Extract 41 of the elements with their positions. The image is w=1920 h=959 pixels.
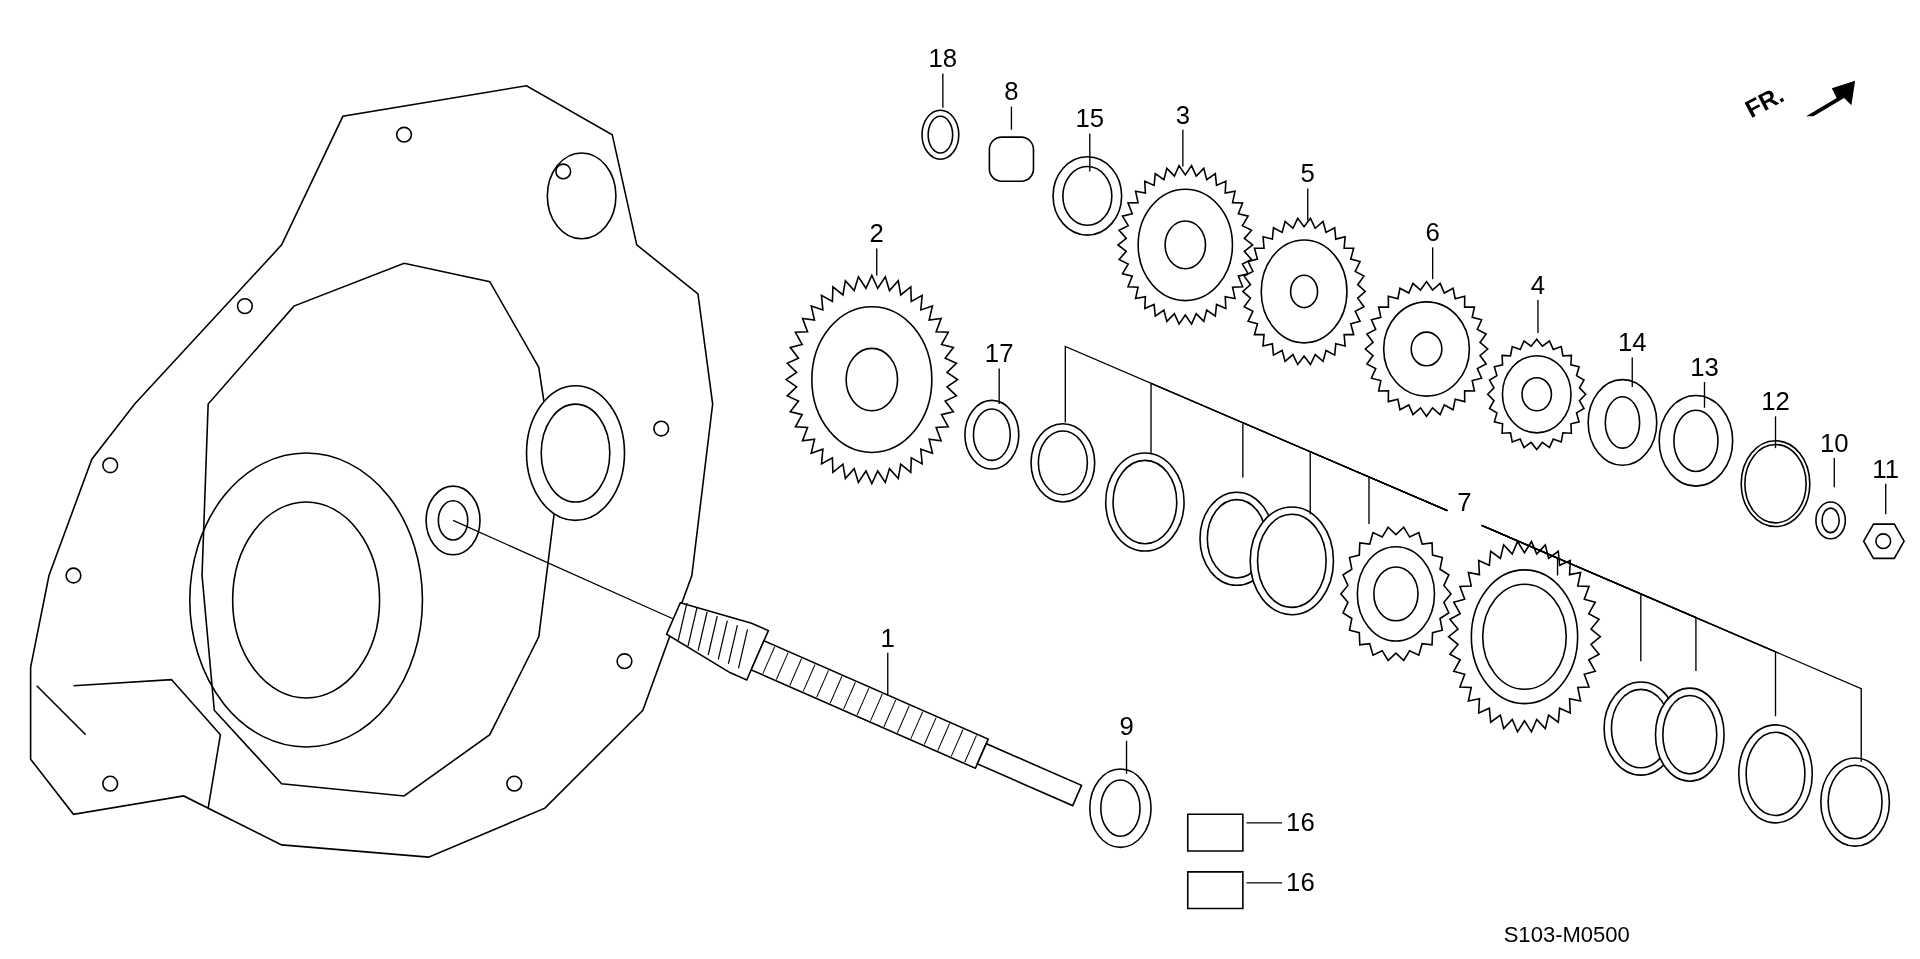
- leader-line: [1833, 457, 1835, 489]
- direction-label: FR.: [1740, 80, 1789, 124]
- callout-number: 15: [1073, 105, 1106, 133]
- callout-number: 3: [1166, 101, 1199, 129]
- leader-line: [1307, 187, 1309, 222]
- callout-number: 9: [1110, 712, 1143, 740]
- leader-line: [1010, 105, 1013, 131]
- leader-line: [1885, 483, 1887, 515]
- callout-number: 6: [1416, 219, 1449, 247]
- callout-number: 13: [1688, 353, 1721, 381]
- callout-number: 8: [995, 78, 1028, 106]
- callout-number: 18: [926, 45, 959, 73]
- callout-number: 1: [871, 624, 904, 652]
- callout-number: 11: [1869, 455, 1902, 483]
- leader-line: [1537, 299, 1539, 334]
- callout-number: 16: [1284, 809, 1317, 837]
- leader-line: [1368, 475, 1449, 525]
- leader-line: [1480, 524, 1862, 763]
- leader-line: [1431, 246, 1434, 280]
- leader-line: [1703, 381, 1706, 409]
- callout-number: 17: [983, 340, 1016, 368]
- leader-line: [1245, 822, 1283, 824]
- leader-line: [942, 72, 944, 109]
- callout-number: 12: [1759, 388, 1792, 416]
- callout-number: 14: [1616, 329, 1649, 357]
- callout-number: 5: [1291, 160, 1324, 188]
- callout-number: 7: [1448, 488, 1481, 516]
- leader-line: [887, 651, 889, 697]
- leader-line: [998, 367, 1000, 405]
- leader-line: [1089, 132, 1091, 173]
- leader-line: [1125, 740, 1128, 775]
- callout-number: 2: [860, 220, 893, 248]
- leader-line: [1245, 882, 1283, 884]
- callout-number: 4: [1522, 271, 1554, 299]
- callout-number: 16: [1284, 869, 1317, 897]
- leader-line: [876, 247, 878, 277]
- leader-line: [1774, 415, 1777, 449]
- leader-line: [1182, 129, 1184, 168]
- callout-number: 10: [1818, 429, 1851, 457]
- drawing-code: S103-M0500: [1503, 922, 1630, 948]
- leader-line: [1631, 356, 1633, 388]
